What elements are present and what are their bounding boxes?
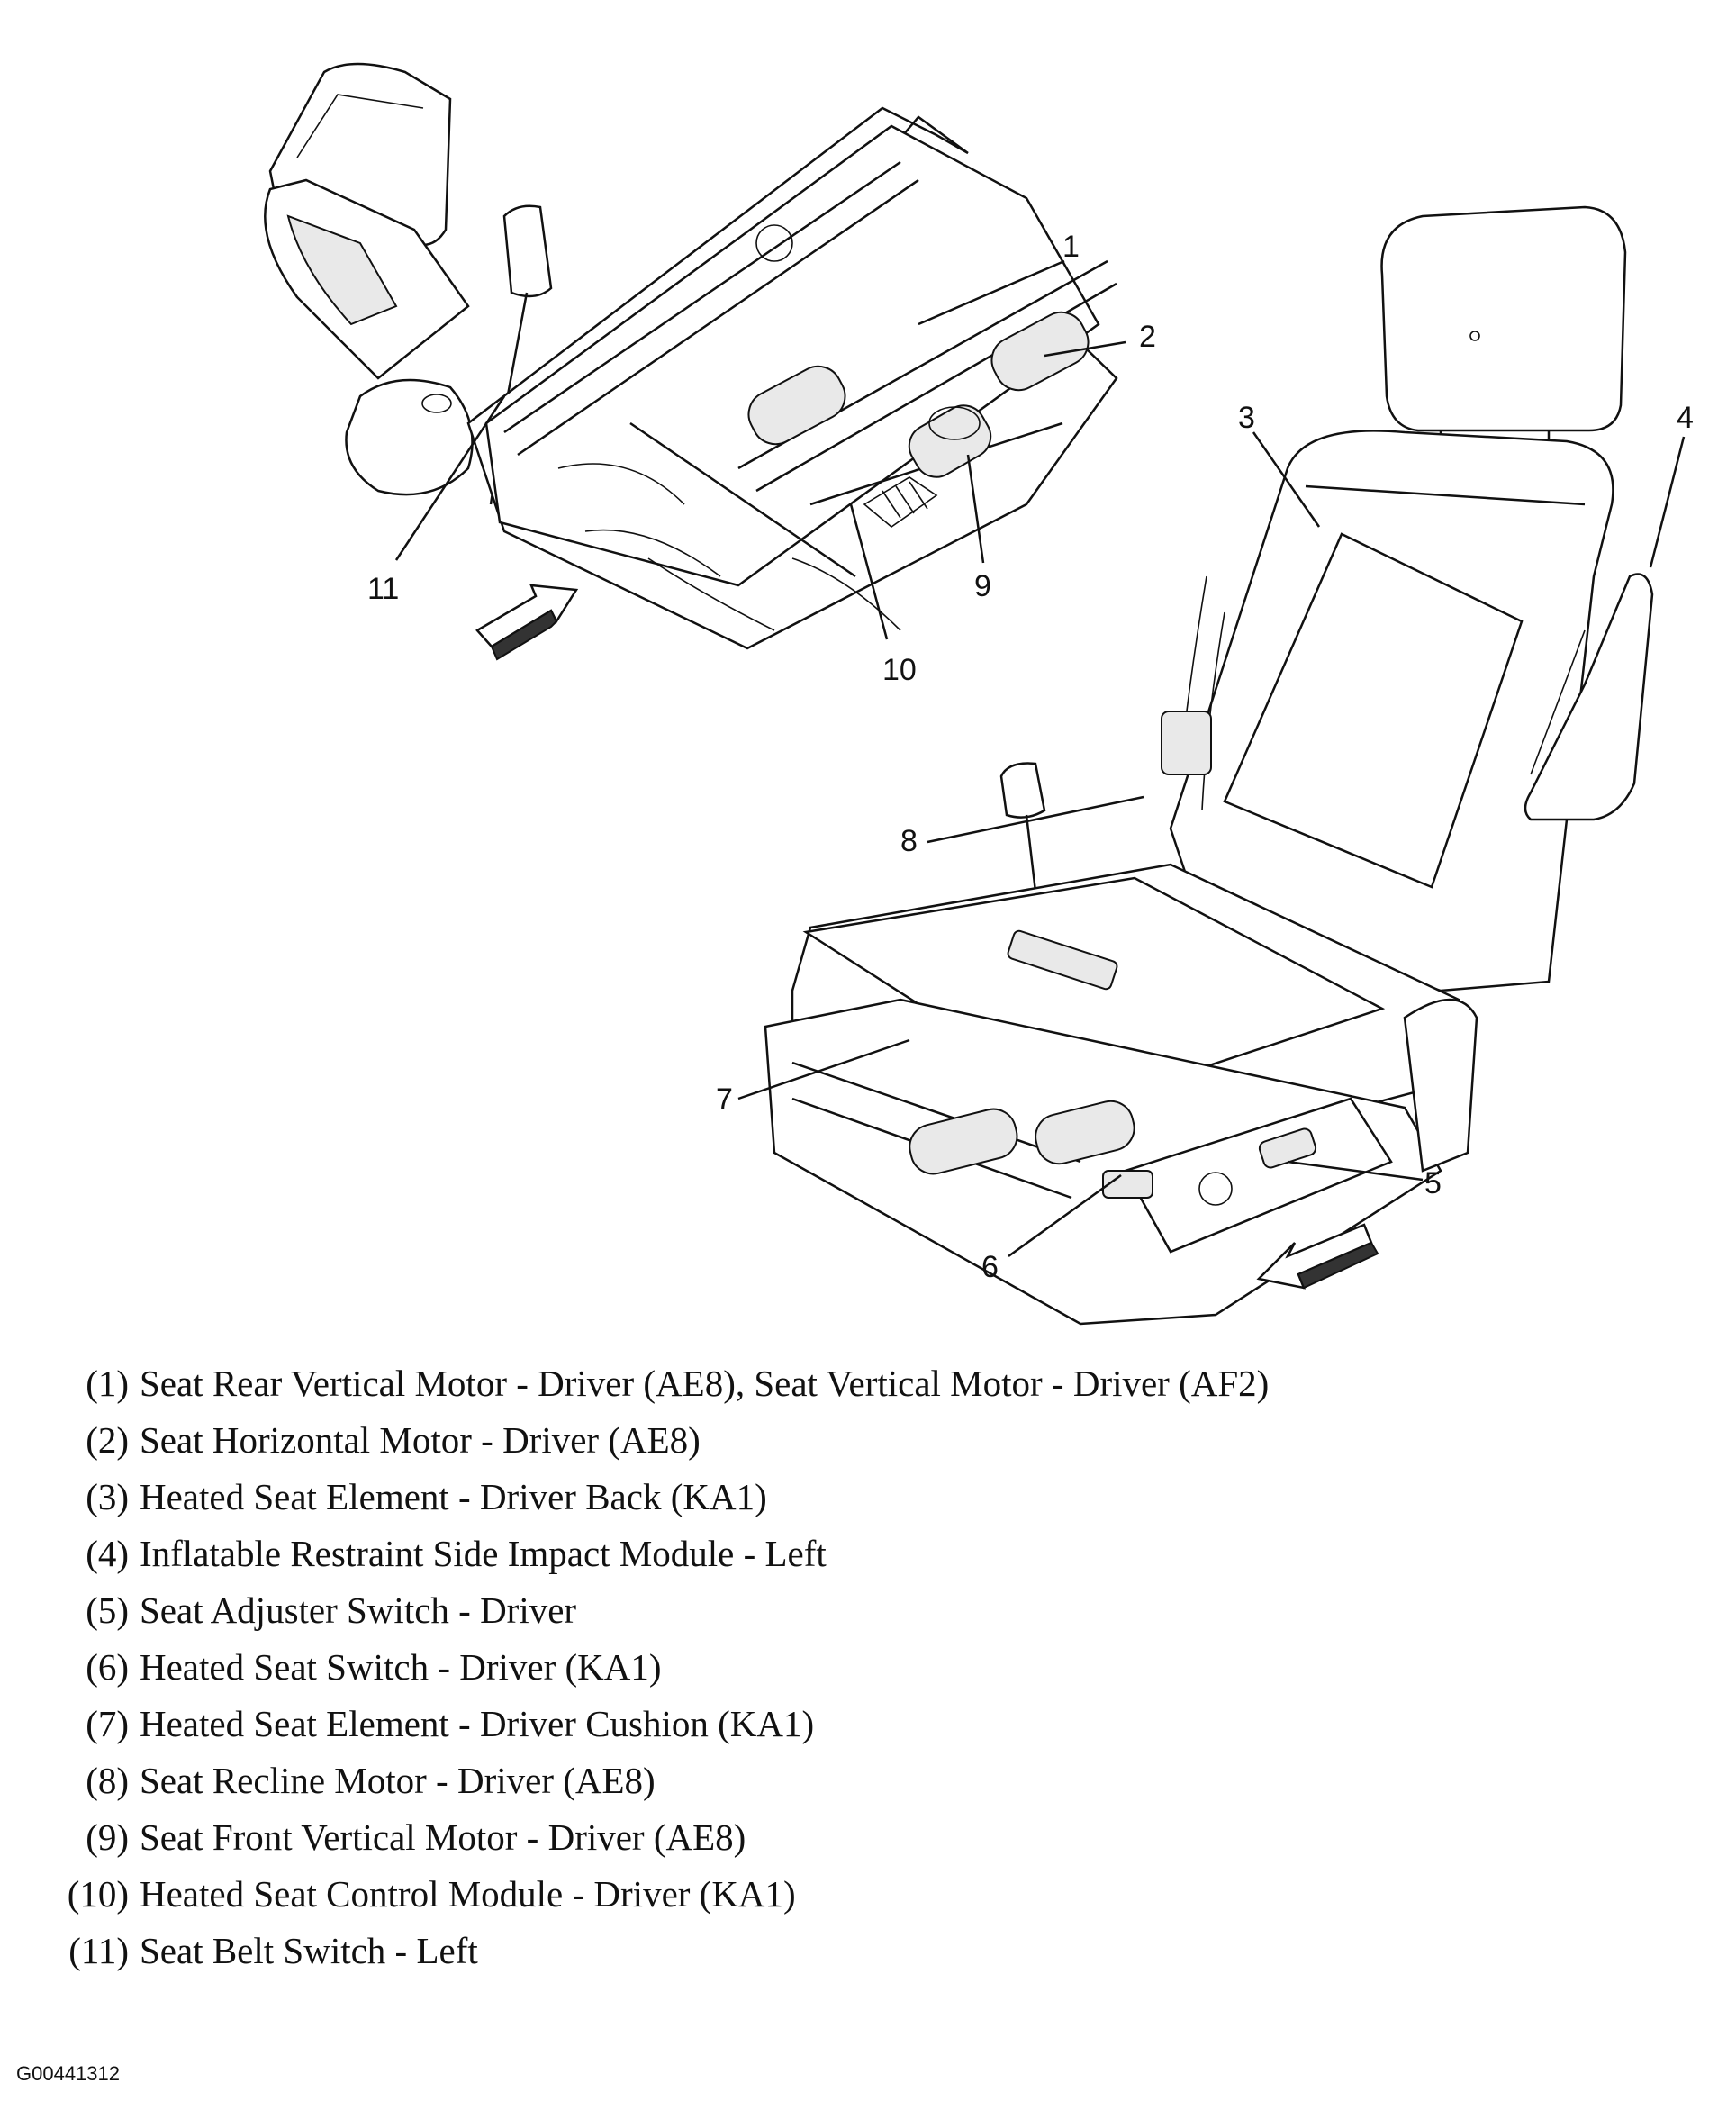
callout-3: 3 (1238, 401, 1255, 435)
legend-item: (6) Heated Seat Switch - Driver (KA1) (52, 1639, 1691, 1696)
legend-text: Seat Horizontal Motor - Driver (AE8) (140, 1419, 701, 1461)
callout-11: 11 (367, 572, 399, 606)
legend-number: (8) (86, 1760, 129, 1801)
seat-components-diagram: 1 2 3 4 5 6 7 8 9 10 11 (264, 62, 1694, 1326)
legend-item: (4) Inflatable Restraint Side Impact Modu… (52, 1526, 1691, 1582)
callout-7: 7 (716, 1082, 733, 1117)
legend-number: (5) (86, 1589, 129, 1631)
callout-2: 2 (1139, 320, 1156, 354)
legend-text: Seat Adjuster Switch - Driver (140, 1589, 577, 1631)
callout-8: 8 (900, 824, 918, 858)
legend-text: Inflatable Restraint Side Impact Module … (140, 1533, 827, 1574)
legend-text: Heated Seat Element - Driver Cushion (KA… (140, 1703, 815, 1744)
legend-number: (3) (86, 1476, 129, 1517)
legend-item: (5) Seat Adjuster Switch - Driver (52, 1582, 1691, 1639)
legend-item: (9) Seat Front Vertical Motor - Driver (A… (52, 1809, 1691, 1866)
legend-text: Heated Seat Element - Driver Back (KA1) (140, 1476, 767, 1517)
legend-item: (2) Seat Horizontal Motor - Driver (AE8) (52, 1412, 1691, 1469)
legend-item: (3) Heated Seat Element - Driver Back (KA… (52, 1469, 1691, 1526)
legend-number: (2) (86, 1419, 129, 1461)
legend-item: (1) Seat Rear Vertical Motor - Driver (AE… (52, 1355, 1691, 1412)
seat-underside-illustration (264, 62, 1118, 650)
legend-text: Seat Front Vertical Motor - Driver (AE8) (140, 1816, 746, 1858)
front-direction-arrow-icon (475, 584, 579, 661)
legend-text: Seat Rear Vertical Motor - Driver (AE8),… (140, 1363, 1270, 1404)
legend-number: (11) (68, 1930, 129, 1971)
legend-text: Seat Recline Motor - Driver (AE8) (140, 1760, 656, 1801)
component-legend: (1) Seat Rear Vertical Motor - Driver (AE… (52, 1355, 1691, 1979)
legend-text: Heated Seat Switch - Driver (KA1) (140, 1646, 662, 1688)
callout-1: 1 (1062, 230, 1080, 264)
legend-item: (7) Heated Seat Element - Driver Cushion … (52, 1696, 1691, 1752)
callout-5: 5 (1424, 1166, 1442, 1200)
figure-id: G00441312 (16, 2062, 120, 2085)
callout-9: 9 (974, 569, 991, 603)
legend-item: (11) Seat Belt Switch - Left (52, 1923, 1691, 1979)
legend-number: (1) (86, 1363, 129, 1404)
legend-number: (7) (86, 1703, 129, 1744)
rear-direction-arrow-icon (1256, 1223, 1379, 1290)
seat-assembly-illustration (764, 205, 1654, 1326)
callout-10: 10 (882, 653, 917, 687)
legend-number: (4) (86, 1533, 129, 1574)
leader-lines (394, 259, 1686, 1258)
legend-item: (10) Heated Seat Control Module - Driver … (52, 1866, 1691, 1923)
legend-text: Seat Belt Switch - Left (140, 1930, 478, 1971)
legend-number: (6) (86, 1646, 129, 1688)
legend-number: (9) (86, 1816, 129, 1858)
callout-6: 6 (981, 1250, 999, 1284)
callout-labels: 1 2 3 4 5 6 7 8 9 10 11 (367, 230, 1694, 1284)
legend-number: (10) (67, 1873, 129, 1915)
legend-item: (8) Seat Recline Motor - Driver (AE8) (52, 1752, 1691, 1809)
legend-text: Heated Seat Control Module - Driver (KA1… (140, 1873, 796, 1915)
callout-4: 4 (1677, 401, 1694, 435)
